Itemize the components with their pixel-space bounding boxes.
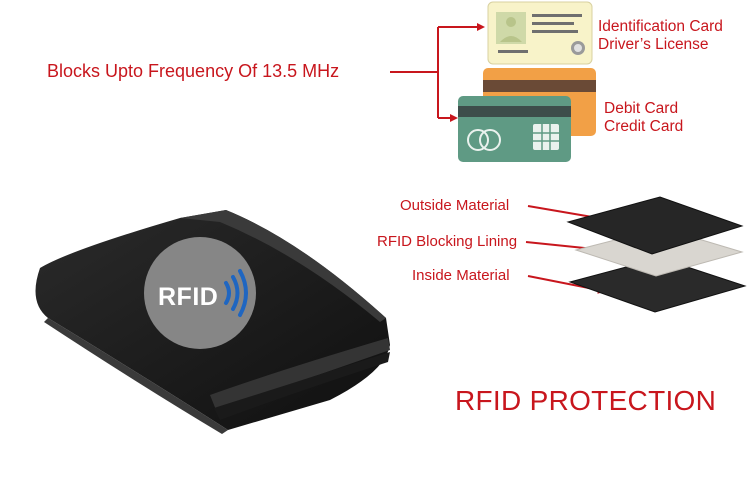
- rfid-badge-text: RFID: [158, 283, 219, 311]
- material-layers: [566, 196, 747, 313]
- chip-icon: [533, 124, 559, 150]
- outside-material-layer: [566, 196, 744, 255]
- frequency-bracket: [390, 23, 485, 122]
- inside-material-label: Inside Material: [412, 267, 510, 284]
- rfid-lining-label: RFID Blocking Lining: [377, 233, 518, 250]
- id-card-illustration: [487, 1, 593, 65]
- id-card-label: Identification Card: [598, 18, 723, 35]
- frequency-callout: Blocks Upto Frequency Of 13.5 MHz: [47, 61, 340, 81]
- drivers-license-label: Driver’s License: [598, 36, 709, 53]
- credit-card-illustration: [458, 96, 571, 162]
- outside-material-label: Outside Material: [400, 197, 510, 214]
- rfid-badge-circle: [144, 237, 256, 349]
- wallet-image: [35, 210, 390, 434]
- rfid-signal-icon: [224, 269, 248, 317]
- banner-title: RFID PROTECTION: [455, 385, 717, 416]
- card-logo-icon: [467, 129, 501, 151]
- debit-card-label: Debit Card: [604, 100, 679, 117]
- credit-card-label: Credit Card: [604, 118, 684, 135]
